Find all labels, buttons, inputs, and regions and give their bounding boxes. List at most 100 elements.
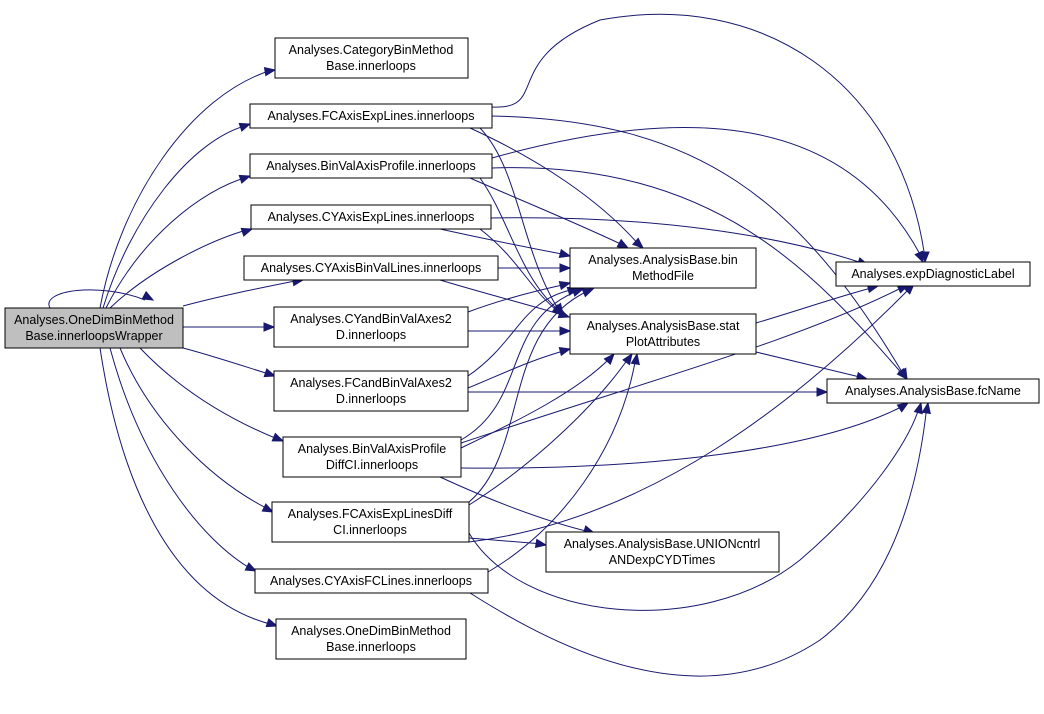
node-onedim-line-1: Analyses.OneDimBinMethod <box>291 624 451 638</box>
edge-statplot-expdiag <box>755 286 876 324</box>
arrowhead-root-category <box>263 67 277 77</box>
node-union[interactable]: Analyses.AnalysisBase.UNIONcntrl ANDexpC… <box>545 531 780 573</box>
arrowhead-binval-binmethodfile <box>616 238 630 249</box>
node-cyandbinval-line-1: Analyses.CYandBinValAxes2 <box>290 312 451 326</box>
edge-fcaxis-expdiag <box>491 13 926 259</box>
node-binmethodfile-line-1: Analyses.AnalysisBase.bin <box>588 253 737 267</box>
node-cyandbinval-line-2: D.innerloops <box>336 328 406 342</box>
node-binmethodfile-line-2: MethodFile <box>632 269 694 283</box>
node-root[interactable]: Analyses.OneDimBinMethod Base.innerloops… <box>4 307 184 349</box>
arrowhead-fcandbinval-statplot <box>558 346 572 357</box>
edge-root-cyaxisfc <box>109 347 254 571</box>
edge-root-category <box>99 69 273 309</box>
node-expdiag[interactable]: Analyses.expDiagnosticLabel <box>835 261 1031 287</box>
edge-cyaxisexp-statplot <box>479 228 561 314</box>
node-expdiag-line-1: Analyses.expDiagnosticLabel <box>851 267 1014 281</box>
edge-root-cyaxisbinval <box>182 279 301 307</box>
arrowhead-root-fcaxisdiff <box>261 503 275 513</box>
edge-cyaxisfc-statplot <box>487 356 637 573</box>
node-fcaxis[interactable]: Analyses.FCAxisExpLines.innerloops <box>249 103 493 129</box>
arrowhead-root-cyaxisexp <box>240 227 254 237</box>
edge-binvaldiff-fcname <box>460 404 906 469</box>
arrowhead-binvaldiff-binmethodfile <box>571 287 585 297</box>
node-cyaxisexp-line-1: Analyses.CYAxisExpLines.innerloops <box>268 210 475 224</box>
node-binvaldiff-line-1: Analyses.BinValAxisProfile <box>298 442 446 456</box>
edge-binval-expdiag <box>491 126 923 259</box>
arrowhead-fcaxisdiff-fcname <box>913 401 923 415</box>
edge-cyaxisfc-fcname <box>469 404 928 677</box>
node-binmethodfile[interactable]: Analyses.AnalysisBase.bin MethodFile <box>569 247 757 289</box>
node-binval[interactable]: Analyses.BinValAxisProfile.innerloops <box>249 153 493 179</box>
edge-fcandbinval-binmethodfile <box>467 288 576 377</box>
arrowhead-cyandbinval-binmethodfile <box>558 280 572 291</box>
edge-root-onedim <box>99 347 275 626</box>
edge-cyandbinval-binmethodfile <box>467 283 568 313</box>
edge-fcandbinval-statplot <box>467 349 568 389</box>
node-root-line-2: Base.innerloopsWrapper <box>25 329 162 343</box>
edge-root-binvaldiff <box>139 347 281 441</box>
arrowhead-binvaldiff-fcname <box>896 402 910 413</box>
arrowhead-root-binval <box>238 174 252 184</box>
node-fcaxis-line-1: Analyses.FCAxisExpLines.innerloops <box>267 109 474 123</box>
arrowhead-fcaxis-binmethodfile <box>632 237 645 249</box>
edge-root-fcaxis <box>102 124 249 309</box>
arrowhead-cyaxisbinval-statplot <box>557 309 571 319</box>
node-fcandbinval-line-1: Analyses.FCandBinValAxes2 <box>290 376 452 390</box>
edge-cyaxisbinval-statplot <box>439 279 567 317</box>
node-cyaxisfc-line-1: Analyses.CYAxisFCLines.innerloops <box>270 574 472 588</box>
node-cyaxisbinval-line-1: Analyses.CYAxisBinValLines.innerloops <box>261 261 481 275</box>
node-binvaldiff[interactable]: Analyses.BinValAxisProfile DiffCI.innerl… <box>282 436 462 478</box>
node-cyaxisexp[interactable]: Analyses.CYAxisExpLines.innerloops <box>250 204 492 230</box>
node-category-line-1: Analyses.CategoryBinMethod <box>289 43 454 57</box>
arrowhead-cyaxisexp-binmethodfile <box>558 248 572 259</box>
node-statplot-line-2: PlotAttributes <box>626 335 700 349</box>
edge-fcaxis-binmethodfile <box>469 127 641 247</box>
edge-fcaxisdiff-fcname <box>468 404 921 611</box>
node-fcandbinval-line-2: D.innerloops <box>336 392 406 406</box>
edge-binvaldiff-binmethodfile <box>460 289 581 441</box>
node-cyandbinval[interactable]: Analyses.CYandBinValAxes2 D.innerloops <box>273 306 469 348</box>
node-fcname[interactable]: Analyses.AnalysisBase.fcName <box>826 378 1040 404</box>
node-onedim[interactable]: Analyses.OneDimBinMethod Base.innerloops <box>275 618 467 660</box>
node-fcname-line-1: Analyses.AnalysisBase.fcName <box>845 384 1021 398</box>
node-binvaldiff-line-2: DiffCI.innerloops <box>326 458 418 472</box>
node-category[interactable]: Analyses.CategoryBinMethod Base.innerloo… <box>274 37 469 79</box>
edge-binvaldiff-expdiag <box>460 285 906 444</box>
node-union-line-2: ANDexpCYDTimes <box>609 553 716 567</box>
arrowhead-root-cyandbinval <box>263 322 276 332</box>
node-statplot-line-1: Analyses.AnalysisBase.stat <box>587 319 740 333</box>
node-fcandbinval[interactable]: Analyses.FCandBinValAxes2 D.innerloops <box>273 370 469 412</box>
node-cyaxisbinval[interactable]: Analyses.CYAxisBinValLines.innerloops <box>243 255 499 281</box>
arrowhead-fcaxisdiff-union <box>534 538 548 548</box>
arrowhead-root-cyaxisfc <box>244 562 258 572</box>
node-statplot[interactable]: Analyses.AnalysisBase.stat PlotAttribute… <box>569 313 757 355</box>
node-cyaxisfc[interactable]: Analyses.CYAxisFCLines.innerloops <box>254 568 489 594</box>
node-root-line-1: Analyses.OneDimBinMethod <box>14 313 174 327</box>
edges <box>48 13 931 677</box>
edge-root-fcaxisdiff <box>119 347 271 511</box>
edge-fcaxisdiff-union <box>468 537 544 545</box>
arrowhead-binvaldiff-statplot <box>603 352 615 365</box>
edge-root-self <box>48 289 146 309</box>
edge-fcaxis-fcname <box>491 115 906 378</box>
arrowhead-cyaxisbinval-binmethodfile <box>559 263 572 273</box>
node-fcaxisdiff[interactable]: Analyses.FCAxisExpLinesDiff CI.innerloop… <box>271 501 470 543</box>
node-fcaxisdiff-line-2: CI.innerloops <box>333 523 407 537</box>
node-union-line-1: Analyses.AnalysisBase.UNIONcntrl <box>564 537 761 551</box>
arrowhead-root-fcaxis <box>238 122 252 132</box>
edge-fcaxisdiff-expdiag <box>468 285 913 543</box>
edge-binvaldiff-union <box>439 476 591 533</box>
arrowhead-fcaxisdiff-binmethodfile <box>581 288 595 298</box>
edge-binvaldiff-statplot <box>460 355 613 449</box>
edge-fcaxisdiff-binmethodfile <box>468 289 591 503</box>
arrowhead-binval-expdiag <box>914 250 924 264</box>
arrowhead-root-self <box>141 290 155 301</box>
nodes: Analyses.OneDimBinMethod Base.innerloops… <box>4 37 1040 660</box>
arrowhead-cyandbinval-statplot <box>559 326 572 336</box>
edge-binval-fcname <box>491 167 906 378</box>
node-binval-line-1: Analyses.BinValAxisProfile.innerloops <box>266 159 476 173</box>
arrowhead-fcaxisdiff-statplot <box>622 352 633 366</box>
arrowhead-root-binvaldiff <box>271 432 285 442</box>
edge-root-binval <box>105 176 249 309</box>
